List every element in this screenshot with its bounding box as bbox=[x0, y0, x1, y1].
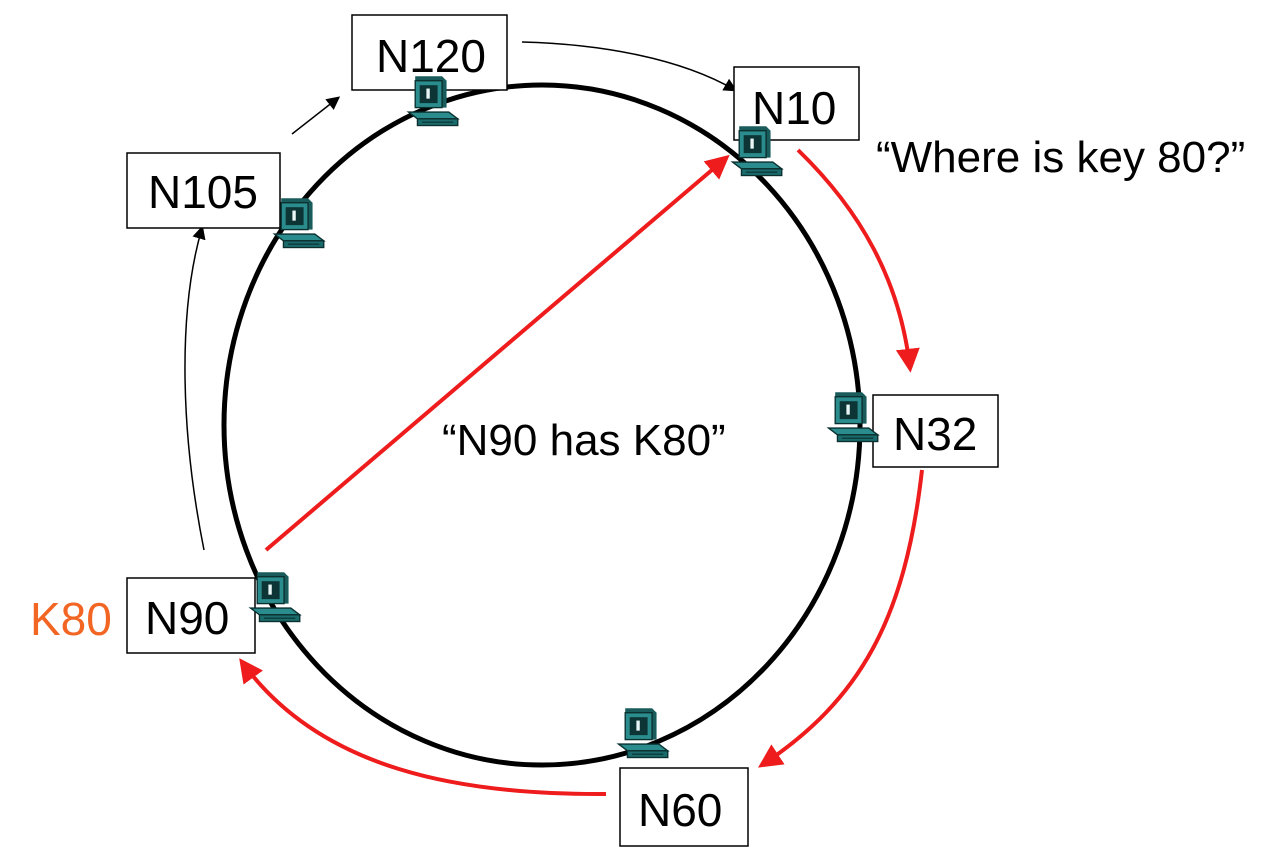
successor-arrow-90-105 bbox=[184, 225, 206, 551]
node-label-n120: N120 bbox=[376, 30, 486, 82]
successor-arrow-105-120 bbox=[291, 96, 341, 135]
lookup-arrow-60-90 bbox=[239, 658, 607, 797]
node-label-n32: N32 bbox=[893, 408, 977, 460]
answer-arrow-90-10 bbox=[264, 154, 730, 552]
node-n90: N90 bbox=[126, 577, 256, 654]
node-n105: N105 bbox=[126, 152, 281, 229]
node-n60: N60 bbox=[619, 767, 749, 847]
computer-icon bbox=[273, 197, 325, 249]
node-label-n60: N60 bbox=[638, 784, 722, 836]
query-text: “Where is key 80?” bbox=[876, 133, 1245, 182]
node-label-n90: N90 bbox=[145, 592, 229, 644]
node-label-n105: N105 bbox=[148, 166, 258, 218]
computer-icon bbox=[249, 571, 301, 623]
key-label: K80 bbox=[30, 593, 112, 645]
answer-text: “N90 has K80” bbox=[442, 416, 726, 465]
computer-icon bbox=[617, 707, 669, 759]
node-n10: N10 bbox=[733, 66, 860, 141]
node-n32: N32 bbox=[872, 394, 999, 468]
lookup-arrow-32-60 bbox=[758, 469, 924, 768]
chord-ring bbox=[221, 82, 863, 768]
lookup-arrow-10-32 bbox=[796, 148, 920, 373]
computer-icon bbox=[827, 391, 879, 443]
successor-arrow-120-10 bbox=[521, 41, 738, 92]
node-label-n10: N10 bbox=[752, 82, 836, 134]
